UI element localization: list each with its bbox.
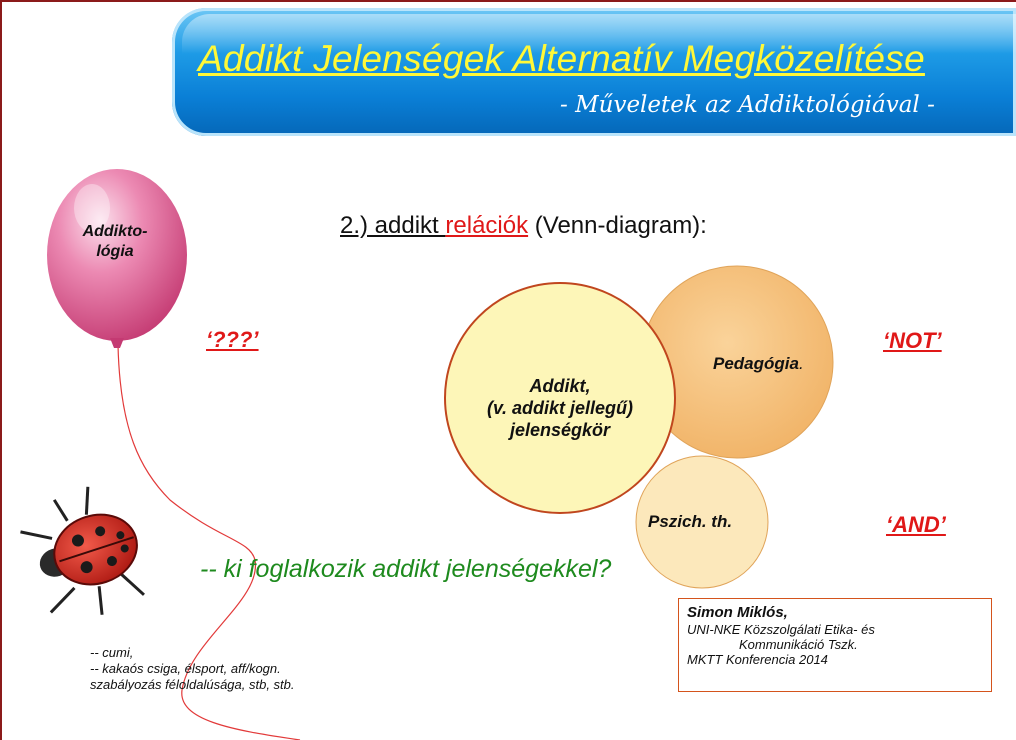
balloon-string bbox=[117, 344, 301, 740]
main-circle bbox=[444, 282, 676, 514]
slide-subtitle: - Műveletek az Addiktológiával - bbox=[560, 92, 935, 118]
title-banner bbox=[172, 8, 1016, 136]
section-heading: 2.) addikt relációk (Venn-diagram): bbox=[340, 212, 707, 239]
question-label: ‘???’ bbox=[206, 327, 259, 352]
credit-box: Simon Miklós, UNI-NKE Közszolgálati Etik… bbox=[678, 598, 992, 692]
psych-label: Pszich. th. bbox=[648, 512, 733, 531]
slide-title: Addikt Jelenségek Alternatív Megközelíté… bbox=[198, 38, 925, 79]
main-circle-label: Addikt, (v. addikt jellegű) jelenségkör bbox=[486, 376, 634, 440]
and-label: ‘AND’ bbox=[886, 512, 946, 537]
notes: -- cumi, -- kakaós csiga, élsport, aff/k… bbox=[90, 645, 295, 692]
not-label: ‘NOT’ bbox=[883, 328, 942, 353]
psych-circle bbox=[635, 455, 769, 589]
author-name: Simon Miklós, bbox=[687, 604, 788, 621]
ladybug-icon bbox=[20, 486, 145, 615]
balloon-icon bbox=[47, 169, 187, 348]
balloon-label: Addikto- lógia bbox=[82, 223, 148, 260]
question-text: -- ki foglalkozik addikt jelenségekkel? bbox=[200, 555, 612, 583]
pedagogy-label: Pedagógia. bbox=[713, 354, 804, 373]
